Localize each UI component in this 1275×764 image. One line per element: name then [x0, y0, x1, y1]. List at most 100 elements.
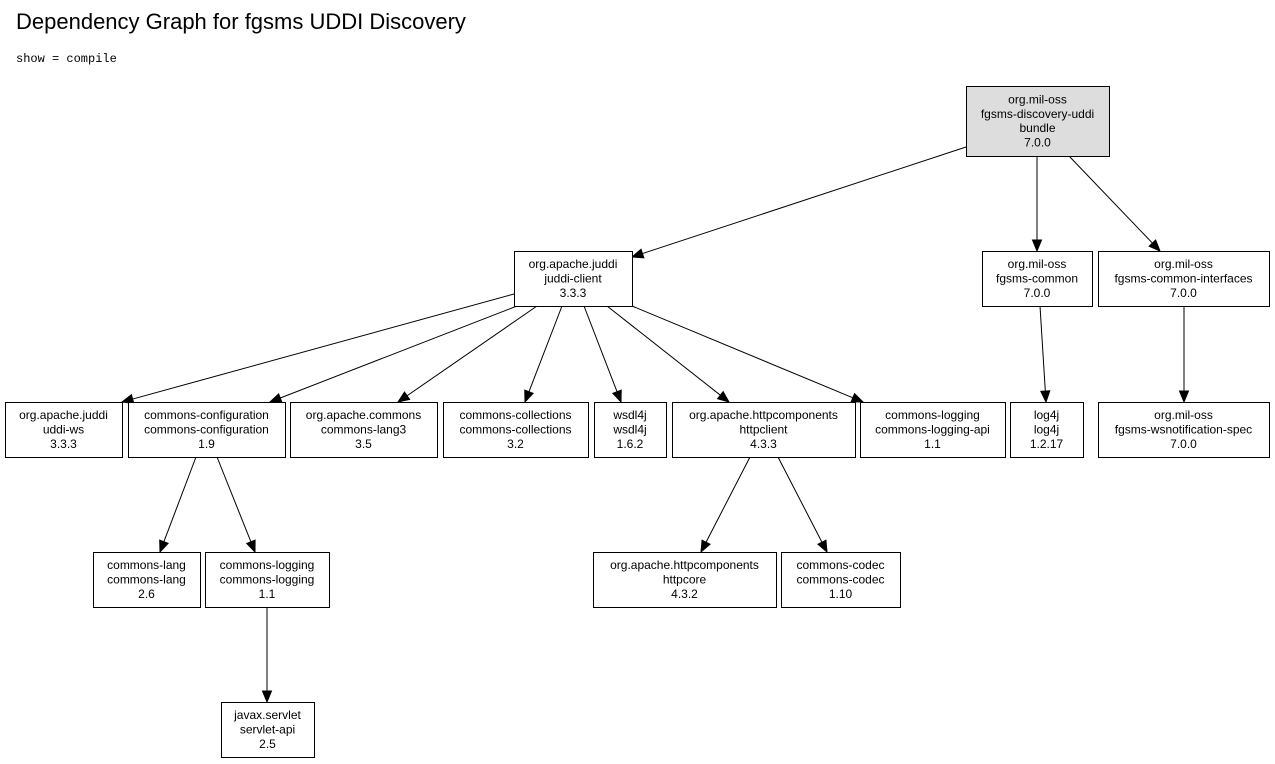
- arrowhead-icon: [630, 248, 645, 259]
- node-box: [1098, 251, 1270, 307]
- arrowhead-icon: [268, 392, 283, 403]
- node-artifact-id: fgsms-common: [996, 272, 1078, 286]
- edge-httpclient-to-commons-codec: [777, 456, 828, 554]
- node-artifact-id: servlet-api: [240, 723, 295, 737]
- node-box: [443, 402, 589, 458]
- node-box: [93, 552, 201, 608]
- node-box: [966, 86, 1110, 157]
- arrowhead-icon: [611, 389, 622, 404]
- node-version: 4.3.3: [750, 437, 777, 451]
- node-version: 1.10: [829, 587, 853, 601]
- node-version: 1.1: [259, 587, 276, 601]
- arrowhead-icon: [120, 393, 135, 405]
- node-artifact-id: log4j: [1034, 423, 1059, 437]
- edge-juddi-client-to-commons-logging-api: [631, 305, 865, 403]
- node-artifact-id: httpcore: [663, 573, 707, 587]
- node-group-id: org.apache.juddi: [19, 408, 108, 422]
- arrowhead-icon: [245, 539, 256, 554]
- arrowhead-icon: [261, 690, 273, 704]
- node-version: 1.6.2: [617, 437, 644, 451]
- node-box: [5, 402, 123, 458]
- node-artifact-id: wsdl4j: [612, 423, 646, 437]
- node-artifact-id: commons-configuration: [144, 423, 269, 437]
- page-title: Dependency Graph for fgsms UDDI Discover…: [16, 9, 466, 34]
- node-box: [290, 402, 438, 458]
- edge-commons-configuration-to-commons-logging: [216, 456, 256, 554]
- node-version: 1.1: [924, 437, 941, 451]
- node-wsnotification-spec[interactable]: org.mil-ossfgsms-wsnotification-spec7.0.…: [1098, 402, 1270, 458]
- node-group-id: wsdl4j: [612, 408, 646, 422]
- edge-commons-configuration-to-commons-lang: [159, 456, 197, 554]
- arrowhead-icon: [1040, 390, 1051, 404]
- arrowhead-icon: [1031, 239, 1043, 253]
- edge-juddi-client-to-commons-configuration: [268, 305, 518, 403]
- node-box: [205, 552, 330, 608]
- node-box: [593, 552, 777, 608]
- node-artifact-id: fgsms-wsnotification-spec: [1115, 423, 1252, 437]
- node-artifact-id: commons-lang: [107, 573, 186, 587]
- arrowhead-icon: [1148, 239, 1161, 252]
- edges-layer: [120, 146, 1190, 704]
- node-version: 3.2: [507, 437, 524, 451]
- node-group-id: org.mil-oss: [1154, 257, 1213, 271]
- node-box: [221, 702, 315, 758]
- edge-httpclient-to-httpcore: [700, 456, 751, 554]
- arrowhead-icon: [850, 392, 865, 403]
- node-group-id: org.apache.juddi: [529, 257, 618, 271]
- node-group-id: org.apache.httpcomponents: [610, 558, 759, 572]
- node-group-id: org.mil-oss: [1154, 408, 1213, 422]
- node-version: 7.0.0: [1024, 135, 1051, 149]
- node-group-id: org.apache.httpcomponents: [689, 408, 838, 422]
- node-artifact-id: commons-logging: [220, 573, 315, 587]
- node-group-id: org.mil-oss: [1008, 257, 1067, 271]
- edge-fgsms-common-to-log4j: [1039, 305, 1051, 404]
- node-box: [514, 251, 633, 307]
- node-group-id: commons-codec: [796, 558, 884, 572]
- node-commons-collections[interactable]: commons-collectionscommons-collections3.…: [443, 402, 589, 458]
- edge-root-to-fgsms-common-interfaces: [1068, 155, 1161, 252]
- node-artifact-id: commons-codec: [796, 573, 884, 587]
- node-group-id: commons-configuration: [144, 408, 269, 422]
- node-artifact-id: commons-collections: [459, 423, 571, 437]
- node-box: [860, 402, 1006, 458]
- arrowhead-icon: [396, 391, 411, 403]
- node-version: 3.5: [355, 437, 372, 451]
- node-artifact-id: commons-lang3: [321, 423, 407, 437]
- node-group-id: org.mil-oss: [1008, 93, 1067, 107]
- node-artifact-id: juddi-client: [543, 272, 602, 286]
- node-group-id: log4j: [1034, 408, 1059, 422]
- node-version: 3.3.3: [50, 437, 77, 451]
- arrowhead-icon: [817, 539, 828, 554]
- arrowhead-icon: [159, 539, 169, 554]
- node-group-id: commons-logging: [220, 558, 315, 572]
- edge-fgsms-common-interfaces-to-wsnotification-spec: [1178, 306, 1190, 404]
- node-commons-configuration[interactable]: commons-configurationcommons-configurati…: [128, 402, 286, 458]
- node-version: 7.0.0: [1170, 437, 1197, 451]
- node-root[interactable]: org.mil-ossfgsms-discovery-uddibundle7.0…: [966, 86, 1110, 157]
- edge-juddi-client-to-wsdl4j: [583, 305, 622, 404]
- arrowhead-icon: [716, 390, 731, 403]
- node-box: [594, 402, 667, 458]
- edge-juddi-client-to-uddi-ws: [120, 293, 515, 405]
- node-artifact-id: httpclient: [739, 423, 788, 437]
- node-group-id: javax.servlet: [233, 708, 301, 722]
- scope-filter-text: show = compile: [16, 52, 117, 66]
- node-version: 1.2.17: [1030, 437, 1064, 451]
- node-artifact-id: uddi-ws: [43, 423, 84, 437]
- node-version: 7.0.0: [1024, 286, 1051, 300]
- node-packaging: bundle: [1019, 121, 1055, 135]
